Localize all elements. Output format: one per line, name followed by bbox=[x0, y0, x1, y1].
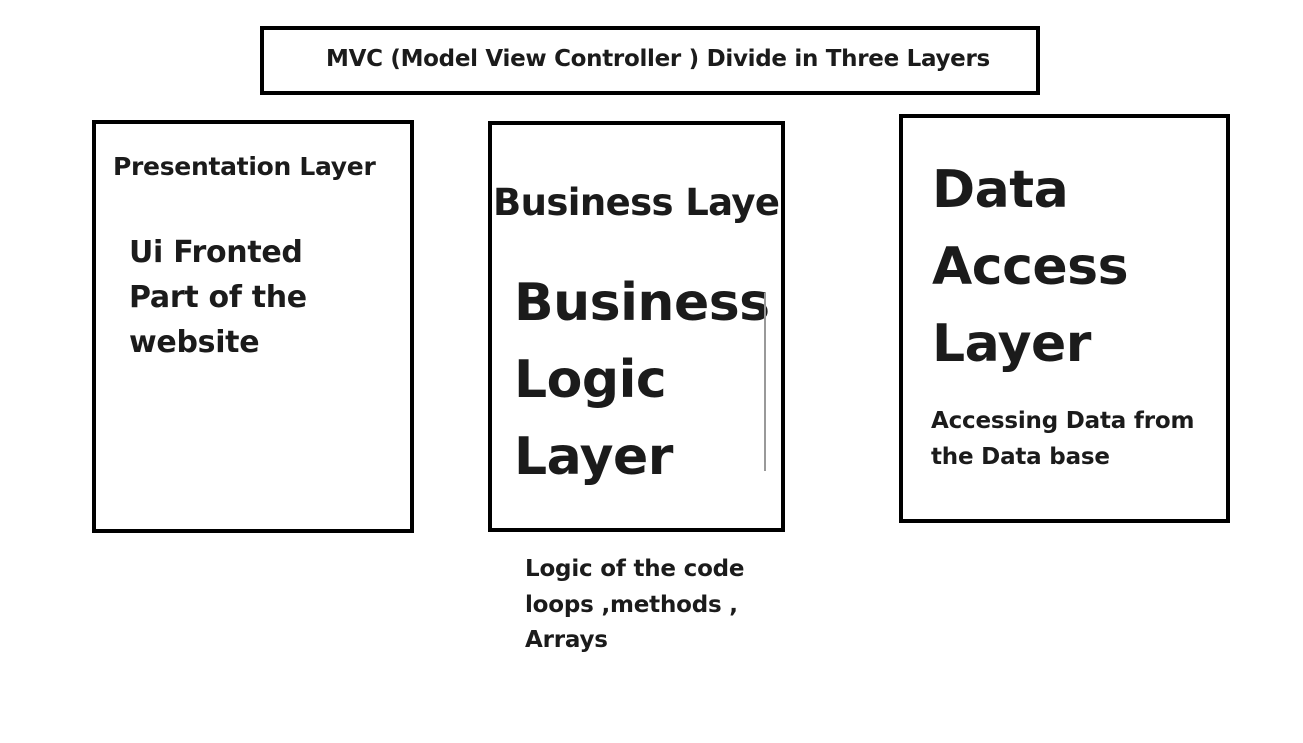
presentation-description-line: Ui Fronted bbox=[129, 235, 303, 270]
presentation-description-line: Part of the bbox=[129, 280, 307, 315]
presentation-layer-box: Presentation Layer Ui Fronted Part of th… bbox=[92, 120, 414, 533]
data-heading-line: Access bbox=[932, 237, 1129, 297]
business-body-line: Business bbox=[514, 273, 770, 333]
title-box: MVC (Model View Controller ) Divide in T… bbox=[260, 26, 1040, 95]
diagram-title: MVC (Model View Controller ) Divide in T… bbox=[326, 46, 990, 72]
text-cursor-line bbox=[764, 293, 766, 471]
business-caption-line: Logic of the code bbox=[525, 556, 745, 582]
data-access-layer-box: Data Access Layer Accessing Data from th… bbox=[899, 114, 1230, 523]
data-description-line: the Data base bbox=[931, 443, 1110, 470]
presentation-layer-description: Ui Fronted Part of the website bbox=[129, 230, 307, 365]
business-layer-box: Business Layer Business Logic Layer bbox=[488, 121, 785, 532]
business-body-line: Layer bbox=[514, 427, 673, 487]
data-heading-line: Layer bbox=[932, 314, 1091, 374]
business-caption-line: Arrays bbox=[525, 627, 608, 653]
business-layer-caption: Logic of the code loops ,methods , Array… bbox=[525, 552, 745, 659]
business-layer-heading: Business Layer bbox=[493, 181, 785, 224]
business-logic-layer-text: Business Logic Layer bbox=[514, 265, 770, 496]
presentation-description-line: website bbox=[129, 325, 260, 360]
data-heading-line: Data bbox=[932, 160, 1069, 220]
business-body-line: Logic bbox=[514, 350, 667, 410]
business-caption-line: loops ,methods , bbox=[525, 591, 738, 618]
presentation-layer-heading: Presentation Layer bbox=[113, 152, 376, 181]
data-description-line: Accessing Data from bbox=[931, 408, 1195, 434]
data-access-layer-description: Accessing Data from the Data base bbox=[931, 404, 1194, 475]
data-access-layer-heading: Data Access Layer bbox=[932, 152, 1129, 383]
